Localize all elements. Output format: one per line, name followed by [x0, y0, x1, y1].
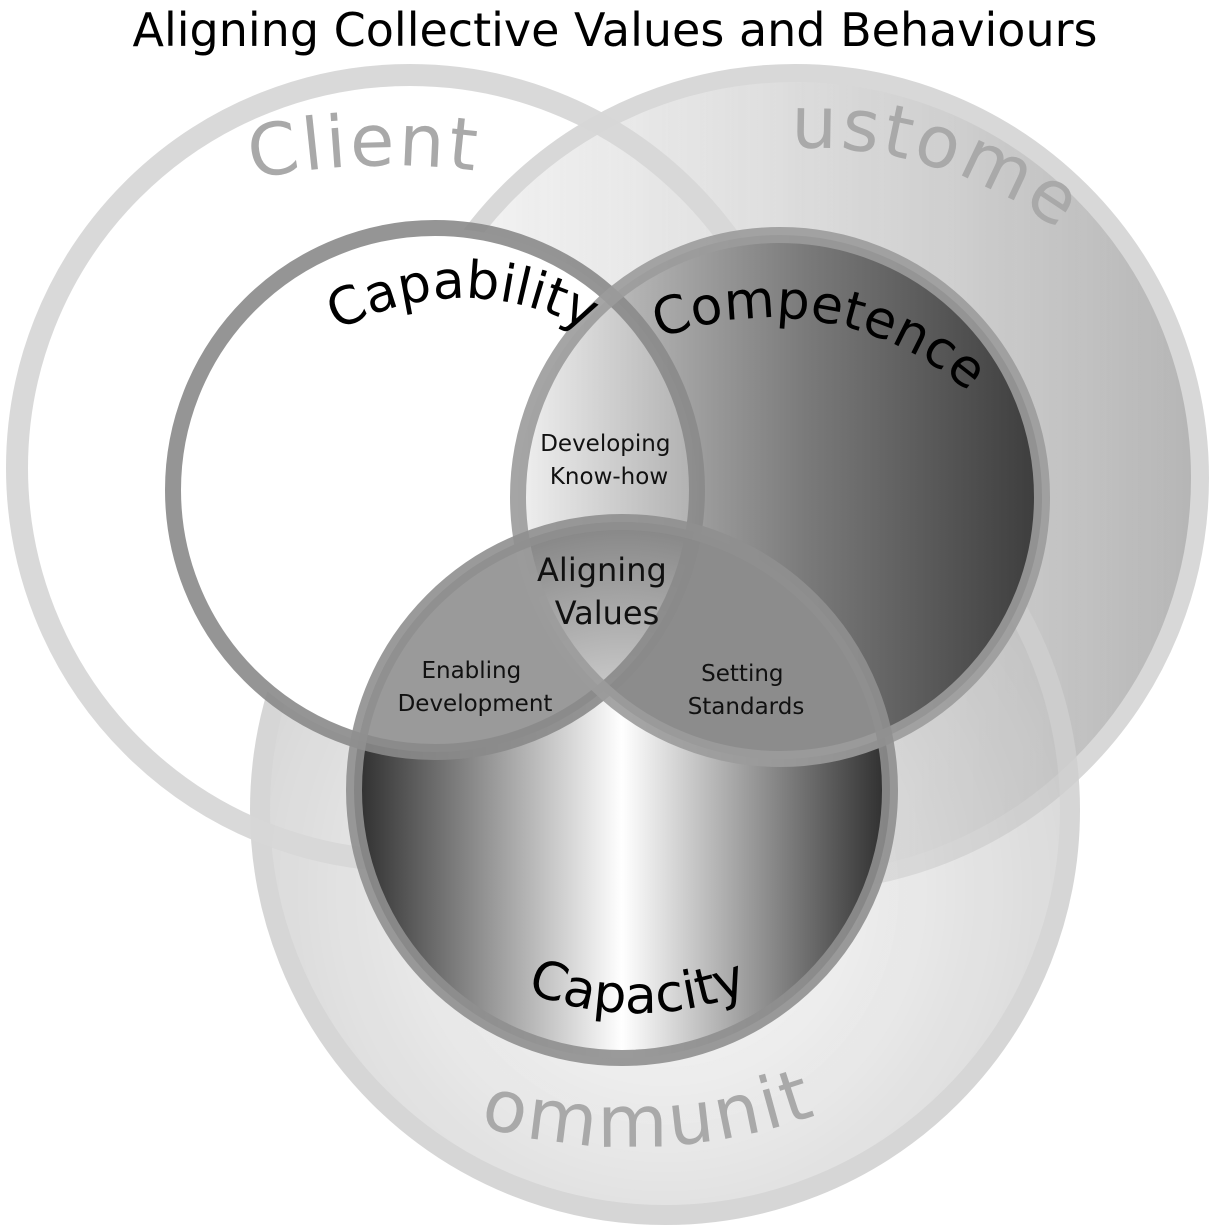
label-developing-know-how: Developing Know-how	[540, 431, 678, 490]
label-enabling-development: Enabling Development	[398, 658, 553, 717]
label-aligning-values: Aligning Values	[537, 551, 677, 632]
region-capability-capacity	[354, 522, 697, 752]
diagram-title: Aligning Collective Values and Behaviour…	[133, 3, 1098, 57]
label-client: Client	[241, 98, 484, 195]
region-competence-capacity	[518, 522, 890, 759]
label-setting-standards: Setting Standards	[688, 661, 805, 720]
